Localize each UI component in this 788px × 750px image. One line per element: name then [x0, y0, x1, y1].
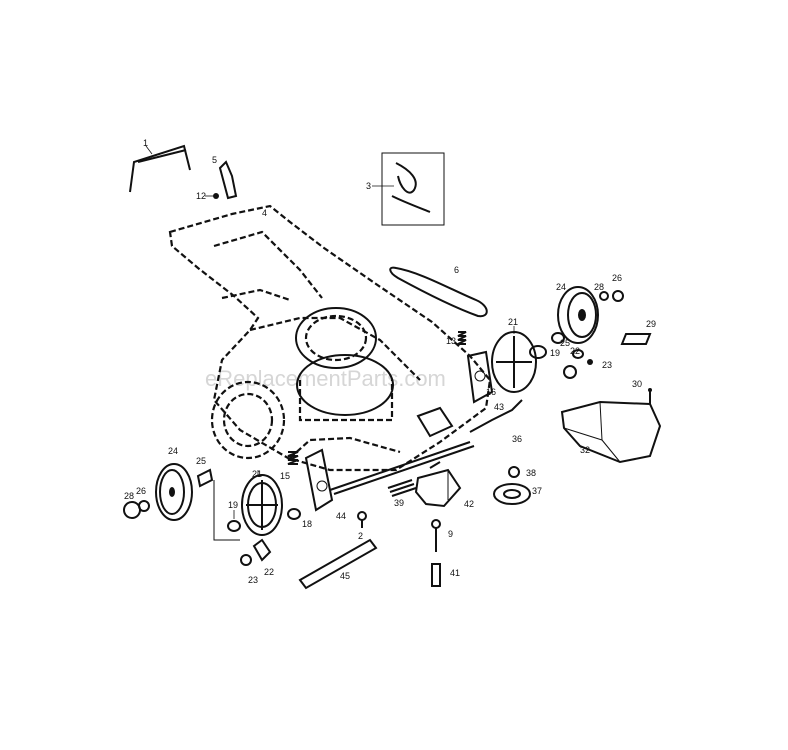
- callout-12: 12: [196, 191, 206, 201]
- part-32-rear-guard: [560, 400, 662, 464]
- part-1-handle-bracket: [129, 144, 191, 193]
- part-4-drive-shaft: [329, 406, 475, 495]
- rear-deflector: [210, 380, 286, 460]
- callout-25-upper: 25: [560, 338, 570, 348]
- part-21-gear-lower: [241, 470, 283, 536]
- callout-43: 43: [494, 402, 504, 412]
- callout-1: 1: [143, 138, 148, 148]
- part-24-wheel-lower: [123, 463, 214, 521]
- part-44-bracket-lower: [287, 448, 334, 520]
- part-13-spring-upper: [457, 331, 467, 345]
- part-9-bolt: [431, 519, 441, 552]
- assembly-guide-lower-left: [213, 480, 240, 541]
- part-42-transmission: [414, 461, 462, 508]
- callout-28-upper: 28: [594, 282, 604, 292]
- callout-19-upper: 19: [550, 348, 560, 358]
- callout-15: 15: [280, 471, 290, 481]
- part-24-wheel-upper: [551, 286, 624, 344]
- callout-3: 3: [366, 181, 371, 191]
- callout-24-lower: 24: [168, 446, 178, 456]
- callout-9: 9: [448, 529, 453, 539]
- callout-28-lower: 28: [124, 491, 134, 501]
- callout-44: 44: [336, 511, 346, 521]
- callout-22-upper: 22: [570, 346, 580, 356]
- callout-24-upper: 24: [556, 282, 566, 292]
- part-6-belt: [389, 266, 488, 318]
- callout-26-lower: 26: [136, 486, 146, 496]
- part-37-pulley: [493, 466, 531, 505]
- watermark-text: eReplacementParts.com: [205, 366, 446, 391]
- part-29-label: [620, 333, 652, 345]
- part-22-23-lower: [240, 538, 272, 566]
- callout-38: 38: [526, 468, 536, 478]
- callout-21-lower: 21: [252, 469, 262, 479]
- callout-25-lower: 25: [196, 456, 206, 466]
- mower-deck-outline: [168, 204, 492, 472]
- part-19-washer-lower: [227, 510, 241, 532]
- callout-39: 39: [394, 498, 404, 508]
- callout-2: 2: [358, 531, 363, 541]
- part-15-spring-lower: [287, 451, 299, 465]
- callout-42: 42: [464, 499, 474, 509]
- part-36-cable: [469, 399, 523, 433]
- callout-32: 32: [580, 445, 590, 455]
- callout-5: 5: [212, 155, 217, 165]
- callout-41: 41: [450, 568, 460, 578]
- part-16-bracket-upper: [466, 345, 577, 404]
- part-3-cable-inset: [372, 152, 445, 226]
- engine-block: [295, 307, 394, 422]
- part-39-spring: [387, 479, 417, 497]
- part-41-bolt: [431, 563, 441, 587]
- callout-6: 6: [454, 265, 459, 275]
- callout-26-upper: 26: [612, 273, 622, 283]
- callout-29: 29: [646, 319, 656, 329]
- callout-21-upper: 21: [508, 317, 518, 327]
- callout-13-upper: 13: [446, 336, 456, 346]
- callout-18: 18: [302, 519, 312, 529]
- callout-19-lower: 19: [228, 500, 238, 510]
- callout-23-lower: 23: [248, 575, 258, 585]
- callout-22-lower: 22: [264, 567, 274, 577]
- callout-23-upper: 23: [602, 360, 612, 370]
- part-5-lever: [205, 160, 238, 200]
- part-21-gear-upper: [491, 326, 537, 393]
- part-30-bolt: [648, 388, 652, 404]
- part-2-bolt: [357, 511, 367, 528]
- part-22-23-upper: [572, 349, 593, 365]
- part-45-axle: [298, 538, 378, 590]
- callout-45: 45: [340, 571, 350, 581]
- callout-30: 30: [632, 379, 642, 389]
- callout-36: 36: [512, 434, 522, 444]
- callout-4: 4: [262, 208, 267, 218]
- callout-37: 37: [532, 486, 542, 496]
- callout-16: 16: [486, 387, 496, 397]
